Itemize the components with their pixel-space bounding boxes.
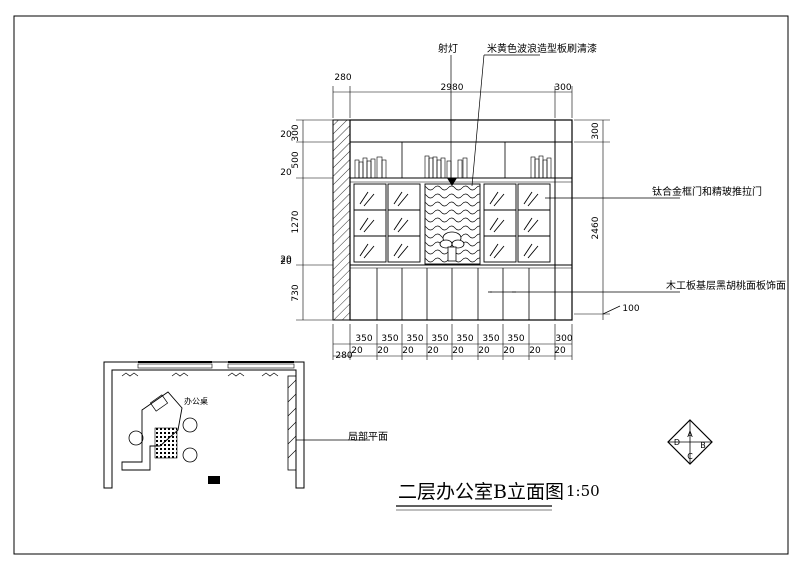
dim-bottom-7: 350: [507, 334, 524, 344]
dim-bottom-r2-8: 20: [503, 346, 515, 356]
label-wood-panel: 木工板基层黑胡桃面板饰面: [666, 279, 786, 292]
leader-lines: [296, 54, 680, 441]
dim-left-2: 300: [291, 124, 301, 141]
compass-a: A: [687, 430, 693, 439]
dim-right-bottom: 100: [622, 304, 639, 314]
dim-bottom-r2-6: 20: [452, 346, 464, 356]
drawing-title: 二层办公室B立面图: [398, 481, 564, 503]
compass-c: C: [687, 452, 693, 461]
dim-left-1: 20: [280, 130, 292, 140]
dim-left-6: 1270: [291, 210, 301, 233]
elevation: [332, 119, 573, 321]
label-sliding-door: 钛合金框门和精玻推拉门: [652, 185, 762, 198]
plan-rug: [154, 427, 178, 459]
label-desk: 办公桌: [184, 396, 208, 406]
dim-bottom-1: 350: [355, 334, 372, 344]
wall-hatch: [332, 119, 351, 321]
dims-left: 20 300 20 500 20 1270 20 730: [280, 124, 301, 301]
dim-left-3: 20: [280, 168, 292, 178]
glass-doors: [353, 183, 551, 263]
compass-d: D: [674, 438, 680, 447]
chair-1: [128, 430, 144, 446]
dimension-lines: [296, 86, 610, 360]
dim-bottom-r2-10: 20: [554, 346, 566, 356]
dim-left-8: 730: [291, 284, 301, 301]
dim-bottom-5: 350: [456, 334, 473, 344]
dim-right-top: 300: [591, 122, 601, 139]
label-spotlight: 射灯: [438, 43, 458, 55]
compass-b: B: [700, 441, 706, 450]
compass-icon: A B C D: [667, 419, 713, 465]
dim-bottom-r2-5: 20: [427, 346, 439, 356]
spotlight-icon: [447, 178, 457, 186]
plan-bookcase: [287, 375, 297, 471]
dim-left-7: 20: [280, 257, 292, 267]
dim-top-right: 300: [554, 83, 571, 93]
partial-plan: 办公桌: [103, 361, 305, 489]
dim-bottom-r2-2: 20: [351, 346, 363, 356]
dim-top-overall: 2980: [441, 83, 464, 93]
dims-bottom-row1: 350 350 350 350 350 350 350 300: [355, 334, 572, 344]
chair-3: [182, 447, 198, 463]
dim-bottom-r2-4: 20: [402, 346, 414, 356]
label-partial-plan: 局部平面: [348, 430, 388, 443]
dim-left-5: 20: [280, 255, 292, 265]
drawing-scale: 1:50: [566, 482, 600, 500]
dim-bottom-r2-1: 280: [335, 351, 352, 361]
dim-bottom-2: 350: [381, 334, 398, 344]
dim-bottom-4: 350: [431, 334, 448, 344]
dim-bottom-r2-7: 20: [478, 346, 490, 356]
plan-desk: [121, 391, 183, 471]
dims-bottom-row2: 280 20 20 20 20 20 20 20 20 20: [335, 346, 566, 361]
dim-bottom-r2-3: 20: [377, 346, 389, 356]
plant: [439, 231, 465, 262]
dim-bottom-6: 350: [482, 334, 499, 344]
plan-box: [208, 476, 220, 484]
dim-bottom-r2-9: 20: [529, 346, 541, 356]
books: [354, 155, 552, 179]
dim-right-height: 2460: [591, 216, 601, 239]
dim-left-4: 500: [291, 151, 301, 168]
chair-2: [182, 417, 198, 433]
title-block: 二层办公室B立面图 1:50: [396, 481, 600, 511]
dim-top-left: 280: [334, 73, 351, 83]
dim-bottom-8: 300: [555, 334, 572, 344]
sheet-border: [13, 15, 789, 555]
base-cabinets: [376, 268, 530, 320]
label-wave-panel: 米黄色波浪造型板刷清漆: [487, 42, 597, 55]
dim-bottom-3: 350: [406, 334, 423, 344]
cabinet-outline: [349, 119, 573, 321]
